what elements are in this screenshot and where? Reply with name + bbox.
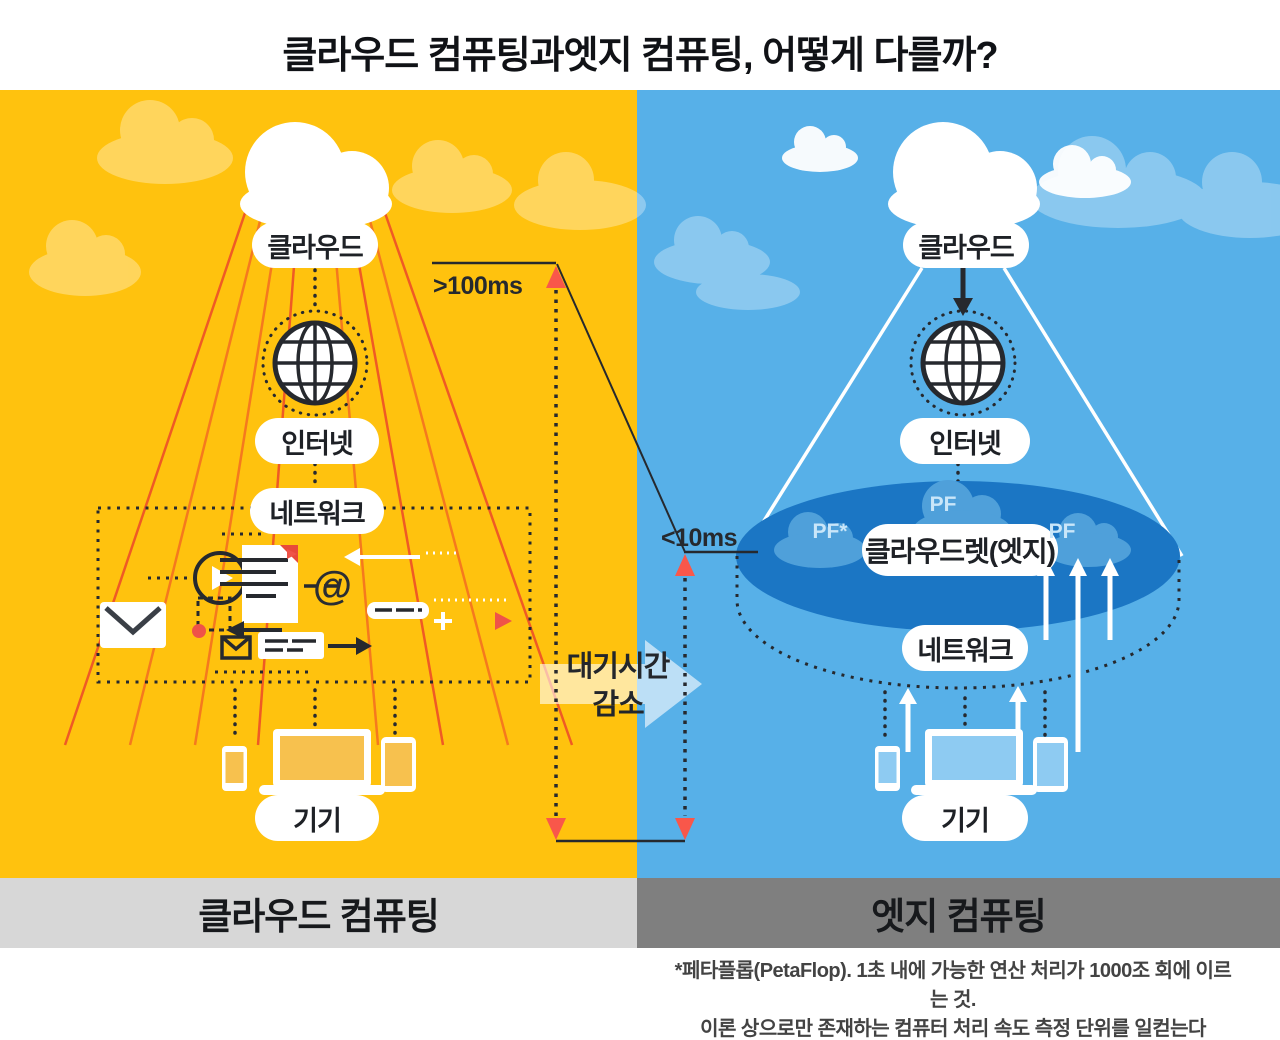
left-internet-label: 인터넷 xyxy=(255,418,379,464)
footnote-line1: *페타플롭(PetaFlop). 1초 내에 가능한 연산 처리가 1000조 … xyxy=(674,960,1232,1011)
left-devices-label: 기기 xyxy=(255,795,379,841)
edge-latency-label: <10ms xyxy=(660,524,738,552)
latency-reduction-line1: 대기시간 xyxy=(566,651,671,683)
page-title: 클라우드 컴퓨팅과엣지 컴퓨팅, 어떻게 다를까? xyxy=(282,35,998,77)
edge-computing-bar-label: 엣지 컴퓨팅 xyxy=(871,896,1046,937)
right-devices-label: 기기 xyxy=(902,795,1028,841)
at-symbol-icon: @ xyxy=(313,564,353,608)
pf-label-top: PF xyxy=(929,493,957,516)
left-network-label: 네트워크 xyxy=(250,488,384,534)
right-cloud-label: 클라우드 xyxy=(903,222,1029,268)
right-network-label: 네트워크 xyxy=(902,625,1028,671)
pf-label-right: PF xyxy=(1048,520,1076,543)
cloud-computing-bar: 클라우드 컴퓨팅 xyxy=(0,878,637,948)
left-cloud-label: 클라우드 xyxy=(252,222,378,268)
footnote-line2: 이론 상으로만 존재하는 컴퓨터 처리 속도 측정 단위를 일컫는다 xyxy=(700,1018,1206,1040)
right-internet-label: 인터넷 xyxy=(900,418,1030,464)
edge-computing-panel xyxy=(637,90,1280,878)
cloud-latency-label: >100ms xyxy=(433,272,523,300)
cloud-computing-bar-label: 클라우드 컴퓨팅 xyxy=(198,896,440,937)
pf-label-left: PF* xyxy=(812,520,848,543)
edge-computing-bar: 엣지 컴퓨팅 xyxy=(637,878,1280,948)
latency-reduction-line2: 감소 xyxy=(592,689,644,721)
latency-reduction-label: 대기시간 감소 xyxy=(548,648,688,724)
footnote: *페타플롭(PetaFlop). 1초 내에 가능한 연산 처리가 1000조 … xyxy=(673,957,1233,1040)
cloud-computing-panel xyxy=(0,90,637,878)
cloudlet-label: 클라우드렛(엣지) xyxy=(862,524,1058,576)
